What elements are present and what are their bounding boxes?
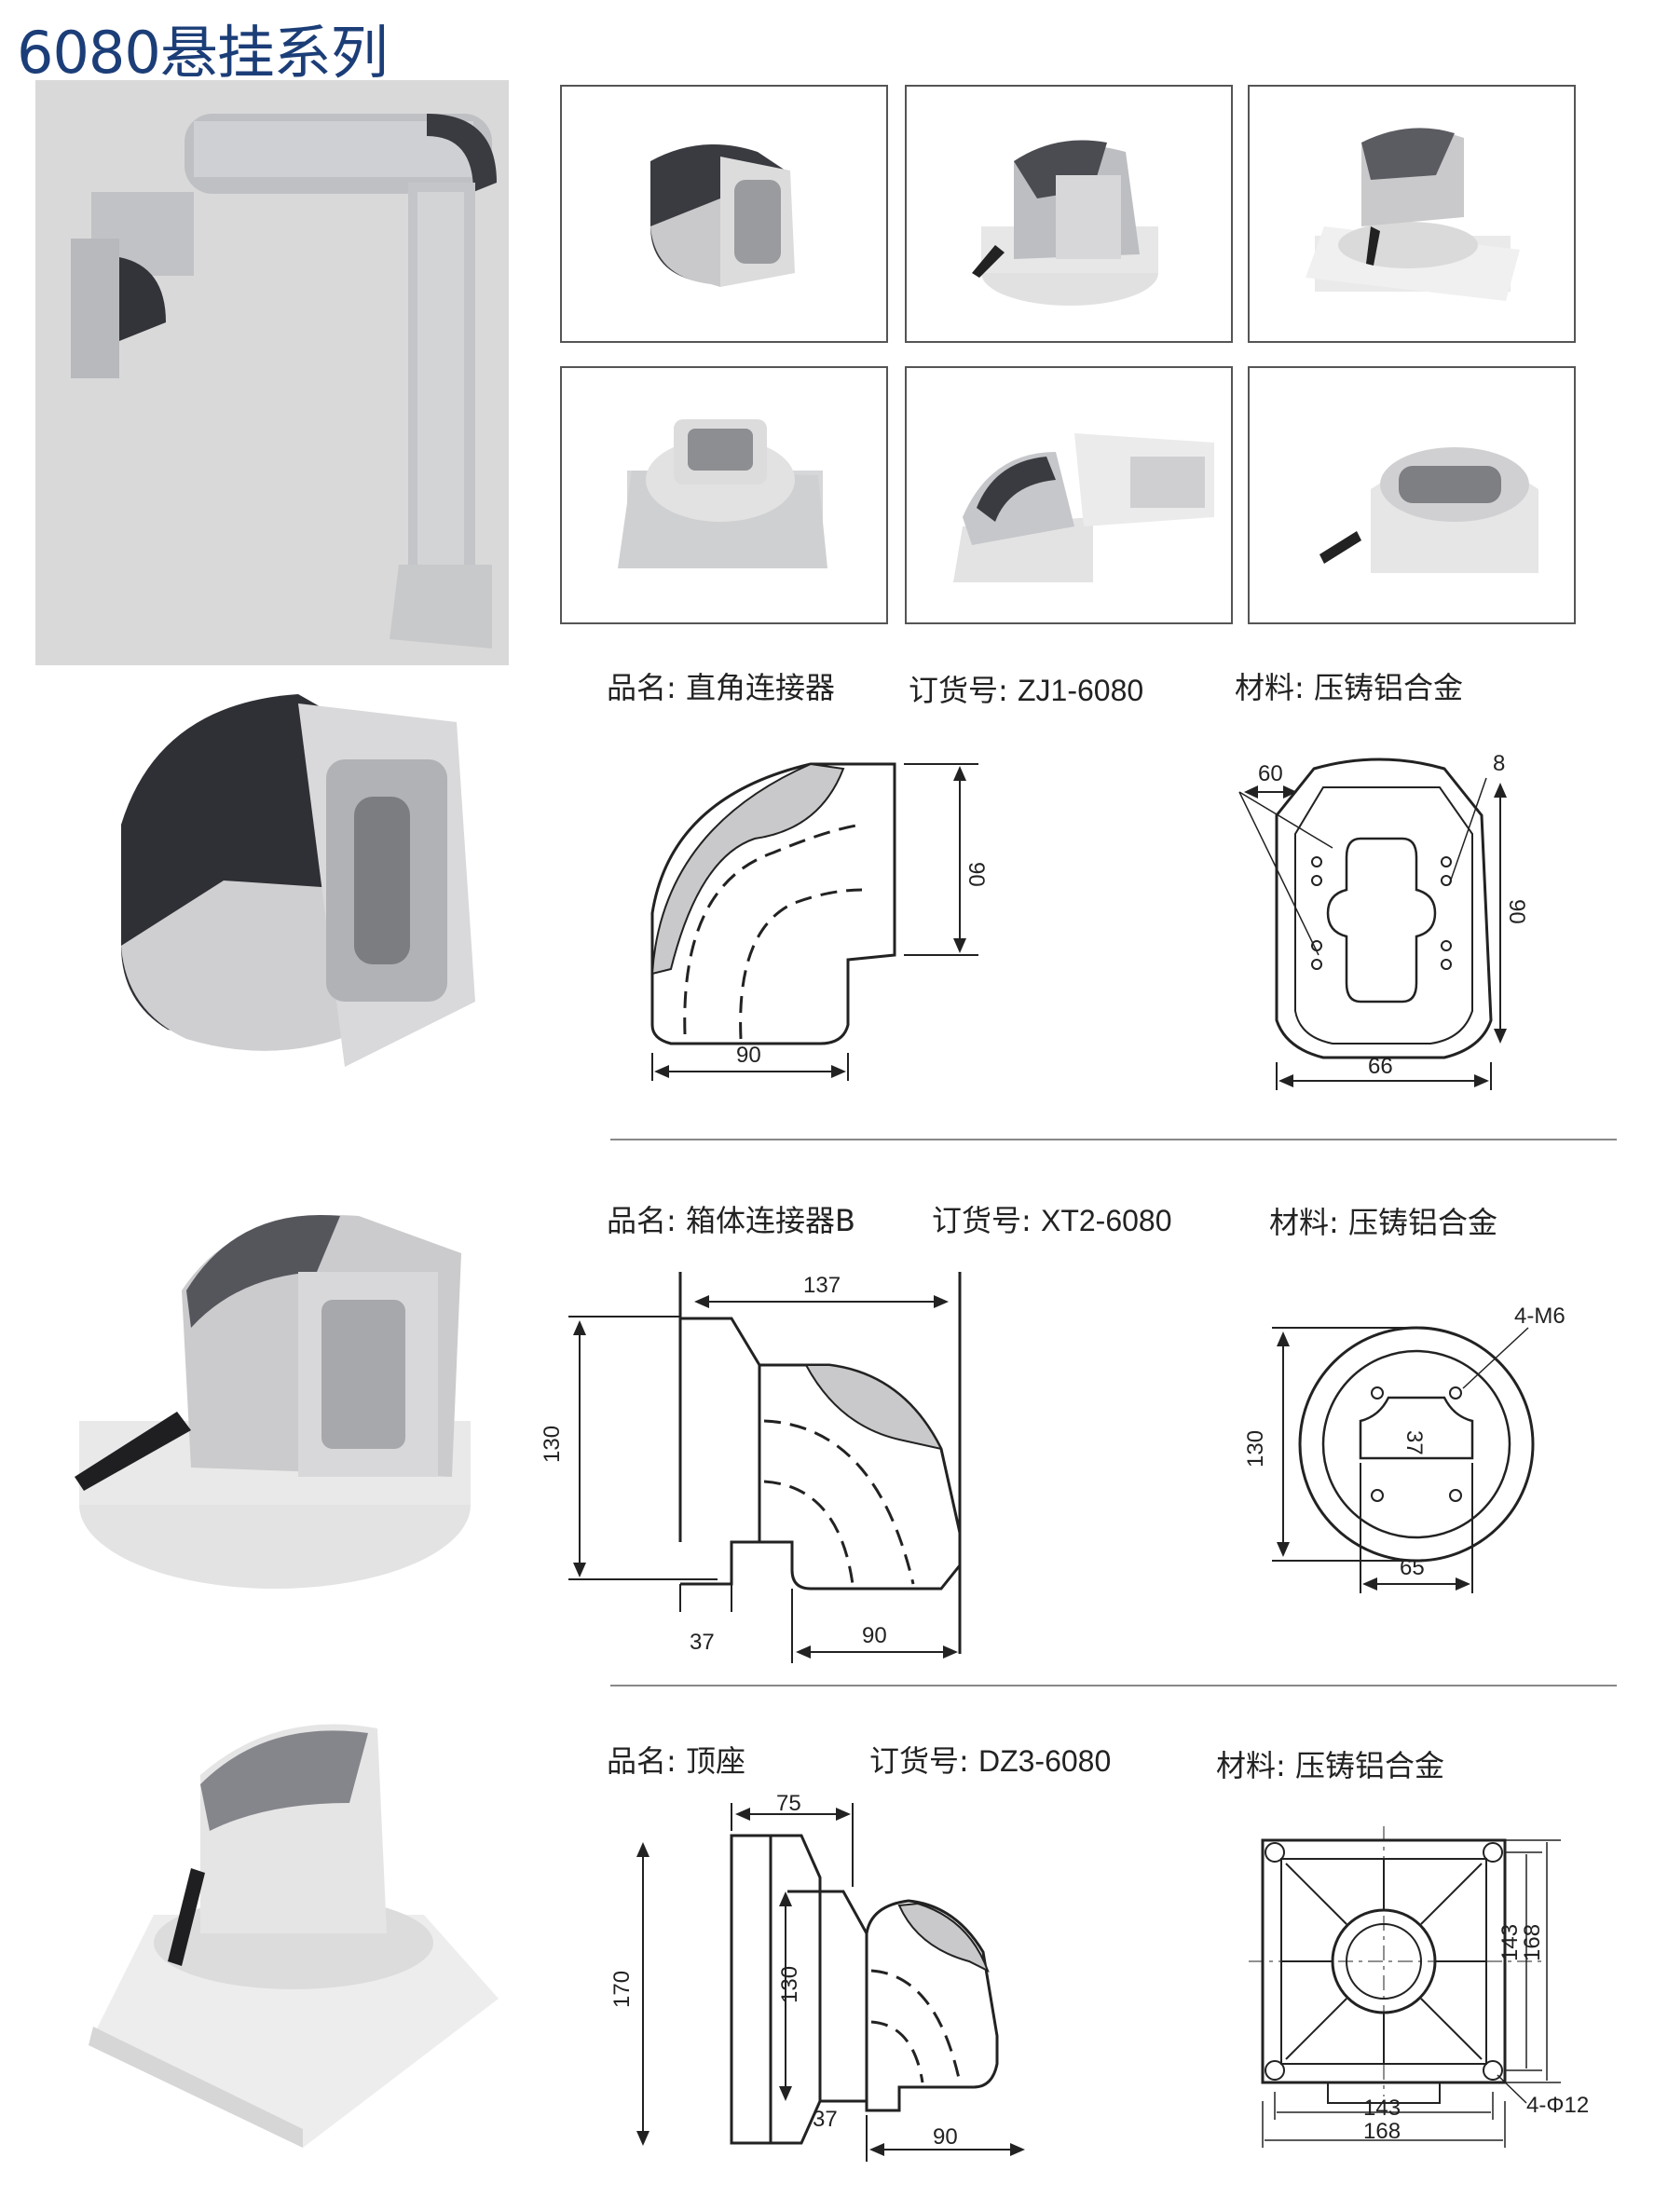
p1-name-label: 品名: [607,670,677,705]
p1-name: 直角连接器 [685,670,835,705]
p2-material: 压铸铝合金 [1347,1205,1497,1240]
p3-side-dim-2: 170 [609,1971,635,2008]
p2-front-dim-2: 37 [1401,1430,1427,1455]
p2-side-dim-4: 90 [862,1623,887,1648]
p2-name-label: 品名: [607,1203,677,1238]
p1-front-dim-2: 8 [1493,751,1505,776]
p1-material: 压铸铝合金 [1313,670,1463,705]
p3-side-dim-3: 130 [777,1966,802,2003]
p3-front-dim-5: 4-Φ12 [1526,2093,1589,2118]
divider-2 [610,1685,1617,1686]
p2-name: 箱体连接器B [685,1203,855,1238]
product-photo-tile-3 [1248,85,1576,343]
p2-side-dim-2: 130 [540,1426,565,1463]
p3-order-label: 订货号: [869,1743,969,1779]
p2-front-dim-3: 130 [1243,1430,1268,1468]
p1-front-dim-1: 60 [1258,761,1283,786]
divider-1 [610,1139,1617,1140]
p2-front-dim-1: 4-M6 [1514,1304,1565,1329]
p3-side-dim-1: 75 [776,1794,801,1816]
product-photo-zj1 [37,666,522,1113]
p2-side-drawing: 137 130 37 90 [531,1263,969,1668]
product-photo-tile-2 [905,85,1233,343]
p3-front-drawing: 143 168 143 168 4-Φ12 [1230,1822,1612,2166]
product-photo-tile-4 [560,366,888,624]
p3-front-dim-4: 168 [1520,1924,1545,1961]
page-title: 6080悬挂系列 [17,19,389,87]
p1-side-dim-2: 90 [964,862,989,887]
p3-name: 顶座 [685,1743,745,1779]
p1-front-dim-3: 90 [1504,899,1529,924]
p1-side-drawing: 90 90 [643,745,997,1099]
p3-side-dim-4: 37 [813,2107,838,2132]
p3-material: 压铸铝合金 [1294,1748,1444,1783]
p1-order-label: 订货号: [909,673,1008,708]
p1-material-label: 材料: [1235,670,1305,705]
p3-side-drawing: 75 170 130 37 90 [601,1794,1039,2166]
p3-material-label: 材料: [1216,1748,1286,1783]
p2-front-dim-4: 65 [1400,1555,1425,1580]
product-photo-tile-5 [905,366,1233,624]
p1-front-dim-4: 66 [1368,1054,1393,1079]
product-photo-tile-1 [560,85,888,343]
p2-front-drawing: 4-M6 37 130 65 [1230,1290,1603,1607]
product-photo-dz3 [70,1700,517,2166]
product-photo-tile-6 [1248,366,1576,624]
p2-side-dim-1: 137 [803,1273,841,1298]
p3-front-dim-3: 143 [1497,1924,1523,1961]
p1-side-dim-1: 90 [736,1043,761,1068]
product-photo-xt2 [51,1188,499,1607]
p2-order-no: XT2-6080 [1040,1204,1172,1237]
p3-side-dim-5: 90 [933,2124,958,2150]
p1-front-drawing: 60 8 90 66 [1230,741,1538,1104]
hero-suspension-arm-photo [35,80,509,665]
p3-front-dim-2: 168 [1363,2119,1401,2144]
p1-order-no: ZJ1-6080 [1017,674,1144,707]
p3-front-dim-1: 143 [1363,2096,1401,2121]
p2-material-label: 材料: [1269,1205,1339,1240]
p2-order-label: 订货号: [932,1203,1032,1238]
p3-order-no: DZ3-6080 [978,1744,1112,1778]
p2-side-dim-3: 37 [690,1630,715,1655]
p3-name-label: 品名: [607,1743,677,1779]
